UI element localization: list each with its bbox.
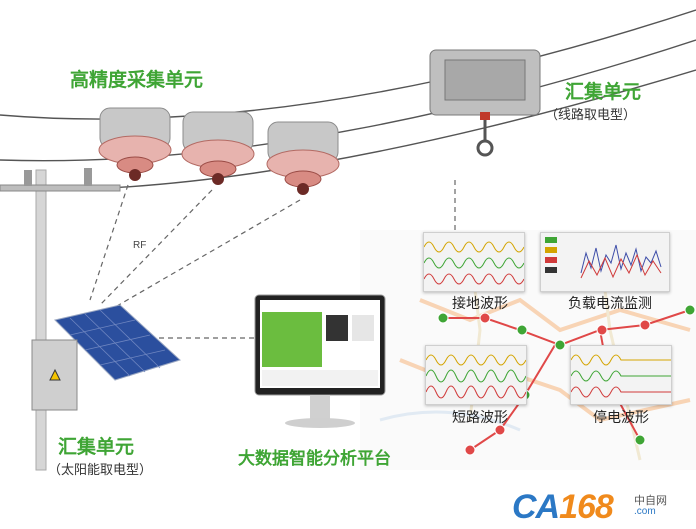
utility-pole	[0, 168, 121, 471]
line-collector-device	[429, 49, 541, 157]
short-wave-label: 短路波形	[452, 410, 508, 426]
logo-number: 168	[559, 488, 614, 526]
ground-wave-panel	[423, 232, 525, 292]
solar-collector-device	[31, 304, 181, 411]
platform-label: 大数据智能分析平台	[238, 449, 391, 469]
rf-label: RF	[133, 240, 147, 251]
solar-collector-label: 汇集单元	[58, 436, 135, 458]
sensor-3	[266, 121, 340, 195]
outage-wave-panel	[570, 345, 672, 405]
rf-links	[89, 180, 456, 339]
high-precision-unit-label: 高精度采集单元	[70, 69, 204, 91]
load-monitor-panel	[540, 232, 670, 292]
short-wave-panel	[425, 345, 527, 405]
line-collector-sub: （线路取电型）	[545, 108, 637, 123]
outage-wave-label: 停电波形	[593, 410, 649, 426]
sensor-2	[181, 111, 255, 185]
logo-brand: CA168	[512, 488, 614, 527]
line-collector-label: 汇集单元	[565, 81, 642, 103]
ground-wave-label: 接地波形	[452, 296, 508, 312]
solar-collector-sub: （太阳能取电型）	[48, 463, 153, 478]
monitor-device	[254, 294, 386, 428]
logo-ca: CA	[512, 488, 560, 526]
sensor-1	[98, 107, 172, 181]
logo-site-name: 中自网	[634, 494, 667, 507]
logo-url: .com	[634, 506, 656, 517]
load-monitor-label: 负载电流监测	[568, 296, 652, 312]
ca168-logo: CA168 中自网 .com	[512, 488, 692, 527]
